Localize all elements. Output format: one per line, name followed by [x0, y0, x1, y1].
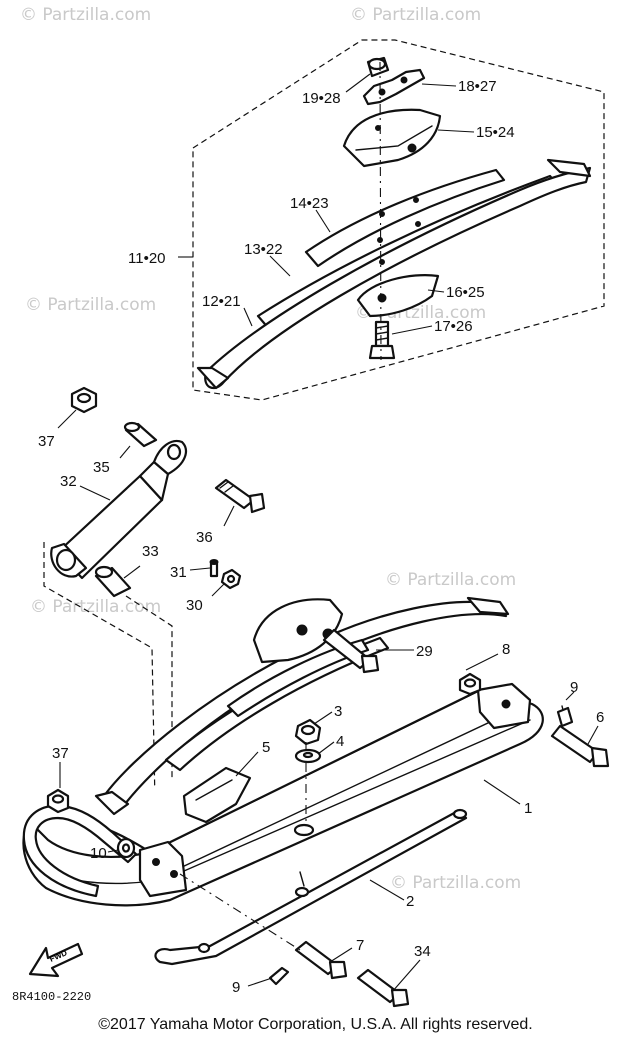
watermark: © Partzilla.com — [350, 5, 481, 25]
label-6: 6 — [596, 709, 604, 726]
label-29: 29 — [416, 643, 433, 660]
leaf-12-21-icon — [196, 158, 592, 390]
ski-leaf-spring-icon — [94, 596, 510, 816]
fwd-arrow-icon: FWD — [28, 942, 84, 978]
label-36: 36 — [196, 529, 213, 546]
part-labels: 19•28 18•27 15•24 14•23 11•20 13•22 12•2… — [38, 78, 604, 996]
label-14-23: 14•23 — [290, 195, 329, 212]
label-35: 35 — [93, 459, 110, 476]
bolt-7-icon — [294, 940, 348, 980]
label-9-upper: 9 — [570, 679, 578, 696]
leaf-spring-exploded-box — [178, 39, 605, 401]
bolt-36-icon — [214, 478, 266, 514]
cotter-pin-9-upper-icon — [556, 705, 574, 728]
bolt-29-icon — [322, 628, 380, 674]
nut-37-lower-icon — [46, 788, 70, 814]
screw-31-icon — [209, 559, 219, 578]
watermark: © Partzilla.com — [390, 873, 521, 893]
label-30: 30 — [186, 597, 203, 614]
label-17-26: 17•26 — [434, 318, 473, 335]
watermark: © Partzilla.com — [385, 570, 516, 590]
collar-10-icon — [116, 837, 136, 859]
shock-absorber-group — [43, 386, 266, 860]
ski-assembly: FWD — [22, 596, 610, 1008]
label-9-lower: 9 — [232, 979, 240, 996]
center-axis — [379, 61, 382, 361]
part-code: 8R4100-2220 — [12, 990, 92, 1004]
nut-19-28-icon — [366, 56, 390, 78]
label-4: 4 — [336, 733, 344, 750]
label-8: 8 — [502, 641, 510, 658]
label-2: 2 — [406, 893, 414, 910]
watermark: © Partzilla.com — [30, 597, 161, 617]
plate-16-25-icon — [356, 274, 440, 318]
spring-seat-15-24-icon — [342, 108, 442, 168]
label-11-20: 11•20 — [128, 250, 166, 267]
watermark: © Partzilla.com — [25, 295, 156, 315]
label-5: 5 — [262, 739, 270, 756]
label-7: 7 — [356, 937, 364, 954]
stud-hole-icon — [293, 823, 315, 837]
nut-30-icon — [220, 568, 242, 590]
label-10: 10 — [90, 845, 107, 862]
ski-stay-2-icon — [154, 808, 468, 966]
bolt-34-icon — [356, 968, 410, 1008]
label-32: 32 — [60, 473, 77, 490]
cotter-pin-9-lower-icon — [268, 966, 290, 986]
dashed-boundary — [192, 39, 605, 401]
ski-rear-bracket-icon — [476, 682, 532, 730]
nut-8-icon — [458, 672, 482, 696]
label-31: 31 — [170, 564, 187, 581]
clamp-18-27-icon — [362, 68, 426, 106]
spring-seat-bracket-icon — [252, 598, 344, 664]
copyright-notice: ©2017 Yamaha Motor Corporation, U.S.A. A… — [98, 1016, 533, 1033]
label-37-top: 37 — [38, 433, 55, 450]
label-12-21: 12•21 — [202, 293, 241, 310]
bolt-17-26-icon — [368, 320, 396, 360]
label-18-27: 18•27 — [458, 78, 497, 95]
nut-37-top-icon — [70, 386, 98, 414]
label-13-22: 13•22 — [244, 241, 283, 258]
collar-33-icon — [94, 565, 132, 598]
label-3: 3 — [334, 703, 342, 720]
label-15-24: 15•24 — [476, 124, 515, 141]
label-34: 34 — [414, 943, 431, 960]
collar-35-icon — [123, 421, 158, 448]
shock-absorber-32-icon — [50, 439, 187, 580]
nut-3-icon — [294, 718, 322, 746]
watermark: © Partzilla.com — [20, 5, 151, 25]
label-16-25: 16•25 — [446, 284, 485, 301]
washer-4-icon — [294, 748, 322, 764]
bolt-6-icon — [550, 724, 610, 768]
ski-front-bracket-icon — [138, 840, 188, 898]
label-33: 33 — [142, 543, 159, 560]
bolt-axis — [179, 873, 301, 951]
bracket-5-icon — [182, 766, 252, 824]
label-19-28: 19•28 — [302, 90, 341, 107]
label-1: 1 — [524, 800, 532, 817]
label-37-lower: 37 — [52, 745, 69, 762]
